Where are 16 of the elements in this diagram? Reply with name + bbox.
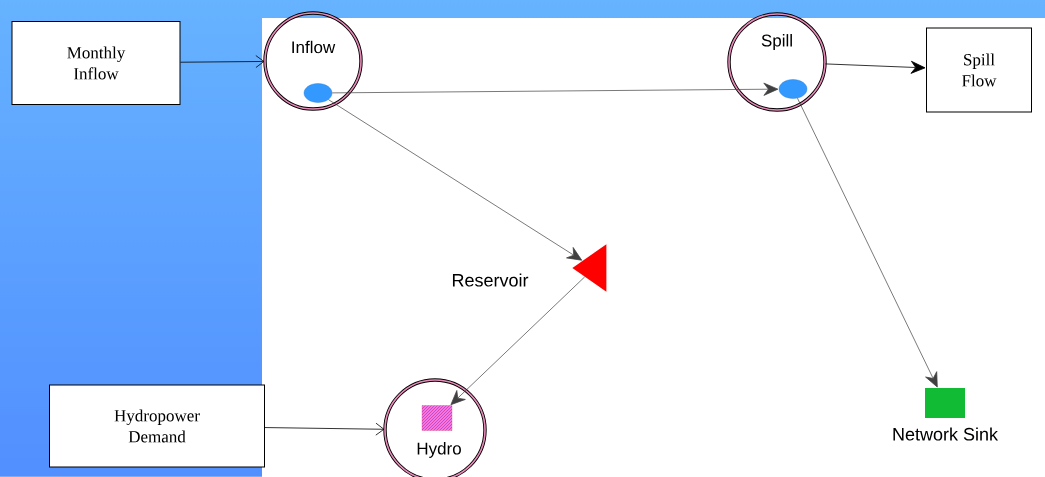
sink-square: [925, 388, 965, 418]
text-box: Monthly Inflow: [11, 21, 181, 105]
arrow: [180, 55, 265, 68]
arrow: [331, 82, 779, 96]
reservoir-triangle: [572, 244, 607, 292]
arrow: [264, 422, 385, 436]
junction-dot: [778, 79, 808, 99]
node-caption: Network Sink: [893, 427, 999, 441]
node-caption: Reservoir: [452, 273, 529, 287]
arrow: [825, 60, 926, 74]
arrow: [450, 276, 586, 406]
text-box: Spill Flow: [926, 27, 1032, 113]
text-box: Hydropower Demand: [49, 384, 265, 468]
arrow: [797, 97, 938, 388]
junction-dot: [303, 83, 333, 103]
arrow: [328, 99, 583, 261]
